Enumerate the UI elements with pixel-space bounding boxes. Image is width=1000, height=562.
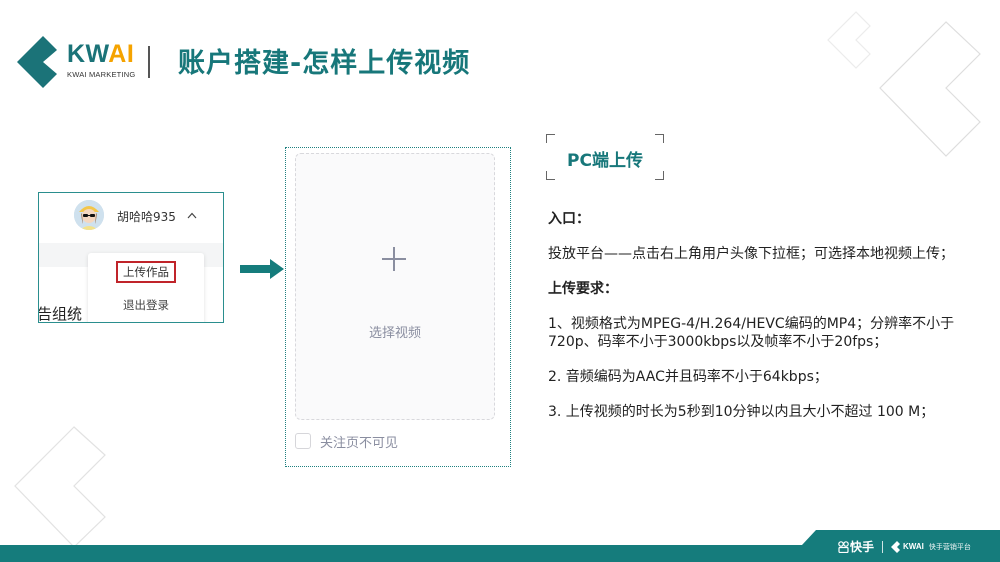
hide-from-follow-page-option[interactable]: 关注页不可见 <box>295 432 399 451</box>
decor-chevron-large-icon <box>879 21 981 157</box>
section-title: PC端上传 <box>567 151 643 171</box>
kwai-chevron-logo-icon <box>17 36 57 88</box>
entry-text: 投放平台——点击右上角用户头像下拉框；可选择本地视频上传； <box>548 246 954 262</box>
profile-dropdown-screenshot: 胡哈哈935 告组统 上传作品 退出登录 <box>38 192 224 323</box>
menu-item-upload-works[interactable]: 上传作品 <box>88 261 204 283</box>
requirement-1: 1、视频格式为MPEG-4/H.264/HEVC编码的MP4；分辨率不小于720… <box>548 316 955 350</box>
user-dropdown-menu: 上传作品 退出登录 <box>88 253 204 322</box>
requirements-heading: 上传要求： <box>548 281 618 297</box>
decor-chevron-small-icon <box>827 11 871 69</box>
chevron-up-icon[interactable] <box>187 212 197 219</box>
platform-label: 快手营销平台 <box>928 542 971 551</box>
user-avatar[interactable] <box>74 200 104 230</box>
logo-wordmark: KWAI <box>67 40 135 68</box>
hide-from-follow-page-checkbox[interactable] <box>295 433 311 449</box>
plus-icon <box>382 247 406 271</box>
video-upload-panel: 选择视频 关注页不可见 <box>285 147 511 467</box>
select-video-label: 选择视频 <box>368 326 421 341</box>
select-video-dropzone[interactable]: 选择视频 <box>295 153 495 420</box>
footer-brand: 快手 KWAI 快手营销平台 <box>838 538 971 555</box>
instructions-text: 入口： 投放平台——点击右上角用户头像下拉框；可选择本地视频上传； 上传要求： … <box>548 210 958 421</box>
requirement-2: 2. 音频编码为AAC并且码率不小于64kbps； <box>548 369 828 385</box>
logo-subtitle: KWAI MARKETING <box>67 70 136 79</box>
checkbox-label: 关注页不可见 <box>320 435 399 451</box>
decor-chevron-bottom-icon <box>14 426 106 548</box>
kwai-logo: KWAI KWAI MARKETING <box>17 36 157 88</box>
requirement-3: 3. 上传视频的时长为5秒到10分钟以内且大小不超过 100 M； <box>548 404 935 420</box>
background-page-text: 告组统 <box>38 305 83 323</box>
menu-item-logout[interactable]: 退出登录 <box>123 298 169 312</box>
section-title-frame: PC端上传 <box>546 134 664 180</box>
kwai-label: KWAI <box>903 542 924 551</box>
entry-heading: 入口： <box>548 211 590 227</box>
kuaishou-label: 快手 <box>850 540 875 554</box>
user-name: 胡哈哈935 <box>117 210 176 224</box>
right-arrow-icon <box>240 259 284 279</box>
kwai-small-logo-icon <box>891 540 901 553</box>
avatar-cartoon-icon <box>74 200 104 230</box>
header-divider <box>148 46 150 78</box>
page-title: 账户搭建-怎样上传视频 <box>178 48 471 79</box>
footer-bar <box>0 545 1000 562</box>
kuaishou-logo-icon <box>838 540 849 553</box>
footer-slant <box>780 530 1000 547</box>
